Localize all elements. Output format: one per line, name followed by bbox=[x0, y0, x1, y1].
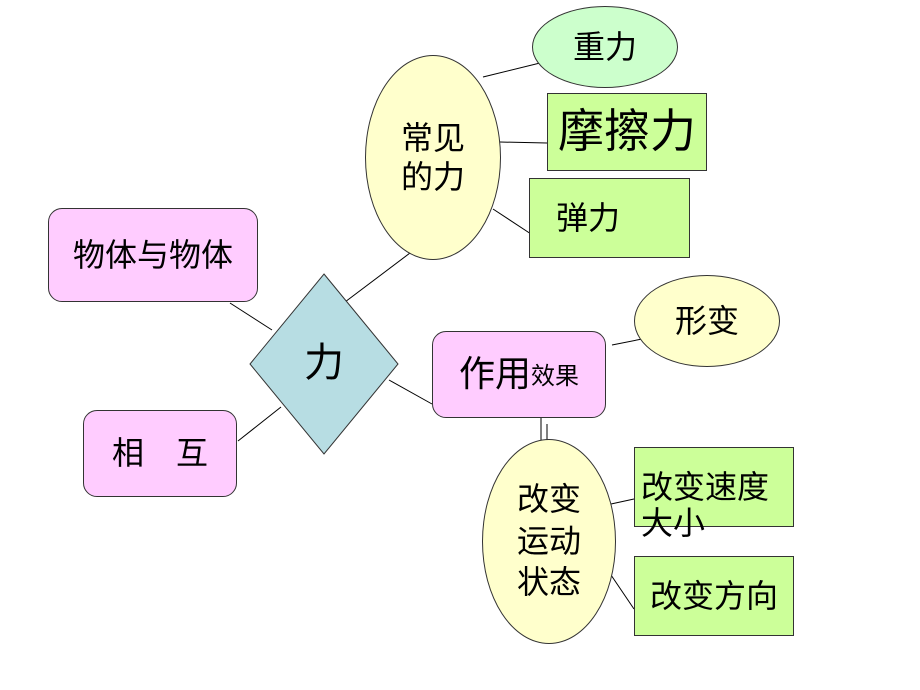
motion-state-node: 改变 运动 状态 bbox=[482, 439, 616, 644]
effect-label-small: 效果 bbox=[531, 362, 579, 391]
common-forces-line-2: 的力 bbox=[400, 157, 465, 196]
motion-state-line-2: 运动 bbox=[516, 521, 581, 560]
speed-line-2: 大小 bbox=[641, 503, 706, 542]
deformation-node: 形变 bbox=[634, 275, 780, 367]
link-force-effect bbox=[388, 379, 433, 405]
friction-node: 摩擦力 bbox=[547, 93, 707, 171]
force-label: 力 bbox=[304, 340, 344, 386]
speed-line-1: 改变速度 bbox=[641, 468, 770, 506]
speed-node: 改变速度 大小 bbox=[634, 447, 794, 541]
link-common-friction bbox=[499, 141, 548, 144]
common-forces-line-1: 常见 bbox=[400, 119, 465, 158]
link-motion-direction bbox=[610, 574, 635, 610]
link-effect-deformation bbox=[611, 338, 643, 346]
direction-node: 改变方向 bbox=[634, 556, 794, 636]
objects-node: 物体与物体 bbox=[48, 208, 258, 302]
link-motion-speed bbox=[610, 498, 635, 505]
effect-node: 作用效果 bbox=[432, 331, 606, 418]
link-common-gravity bbox=[482, 62, 541, 78]
gravity-node: 重力 bbox=[532, 6, 678, 88]
force-diamond bbox=[249, 273, 399, 455]
link-common-elastic bbox=[492, 208, 532, 235]
link-objects-force bbox=[229, 302, 273, 331]
link-force-common bbox=[344, 252, 411, 303]
elastic-node: 弹力 bbox=[529, 178, 690, 258]
motion-state-line-1: 改变 bbox=[516, 480, 581, 519]
link-mutual-force bbox=[237, 406, 282, 442]
mutual-node: 相 互 bbox=[83, 410, 237, 497]
effect-label: 作用 bbox=[458, 353, 531, 395]
common-forces-node: 常见 的力 bbox=[365, 55, 501, 260]
motion-state-line-3: 状态 bbox=[516, 563, 581, 602]
